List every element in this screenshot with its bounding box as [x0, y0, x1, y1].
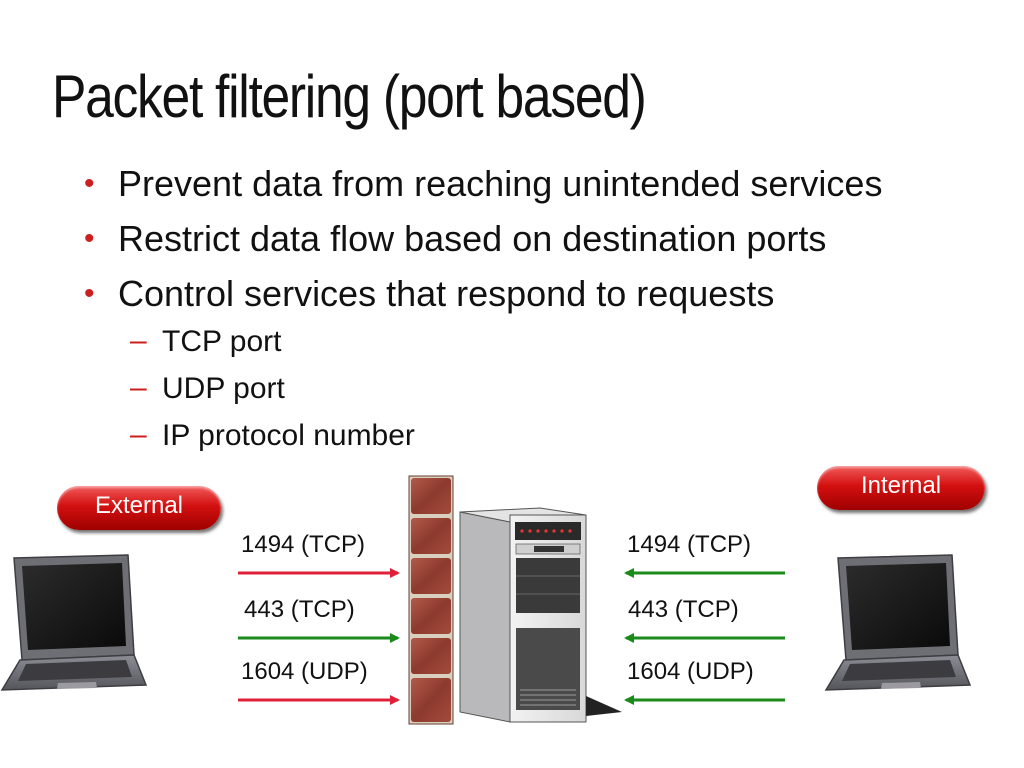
- right-port-label: 443 (TCP): [628, 596, 739, 623]
- sub-bullet-text: TCP port: [162, 325, 282, 358]
- sub-bullet-item: –UDP port: [128, 365, 415, 412]
- slide-title: Packet filtering (port based): [52, 63, 647, 130]
- laptop-icon: [824, 554, 972, 691]
- bullet-item: • Restrict data flow based on destination…: [80, 211, 882, 266]
- bullet-item: • Prevent data from reaching unintended s…: [80, 156, 882, 211]
- server-tower-icon: [459, 507, 622, 723]
- external-label: External: [57, 486, 221, 530]
- bullet-marker: •: [84, 167, 95, 200]
- bullet-item: • Control services that respond to reques…: [80, 266, 882, 321]
- firewall-brick-wall-icon: [408, 475, 454, 725]
- bullet-list: • Prevent data from reaching unintended s…: [80, 156, 882, 321]
- sub-bullet-item: –TCP port: [128, 318, 415, 365]
- sub-bullet-list: –TCP port –UDP port –IP protocol number: [128, 318, 415, 459]
- sub-bullet-marker: –: [130, 324, 147, 357]
- bullet-marker: •: [84, 277, 95, 310]
- sub-bullet-item: –IP protocol number: [128, 412, 415, 459]
- bullet-text: Prevent data from reaching unintended se…: [118, 163, 883, 204]
- internal-label: Internal: [817, 466, 985, 510]
- right-port-label: 1494 (TCP): [627, 531, 752, 558]
- bullet-marker: •: [84, 222, 95, 255]
- left-port-label: 1604 (UDP): [241, 658, 368, 685]
- right-port-label: 1604 (UDP): [627, 658, 754, 685]
- left-port-label: 1494 (TCP): [241, 531, 366, 558]
- sub-bullet-text: IP protocol number: [162, 419, 415, 452]
- sub-bullet-text: UDP port: [162, 372, 285, 405]
- bullet-text: Restrict data flow based on destination …: [118, 218, 827, 259]
- bullet-text: Control services that respond to request…: [118, 273, 775, 314]
- laptop-icon: [0, 554, 148, 691]
- sub-bullet-marker: –: [130, 371, 147, 404]
- sub-bullet-marker: –: [130, 418, 147, 451]
- left-port-label: 443 (TCP): [244, 596, 355, 623]
